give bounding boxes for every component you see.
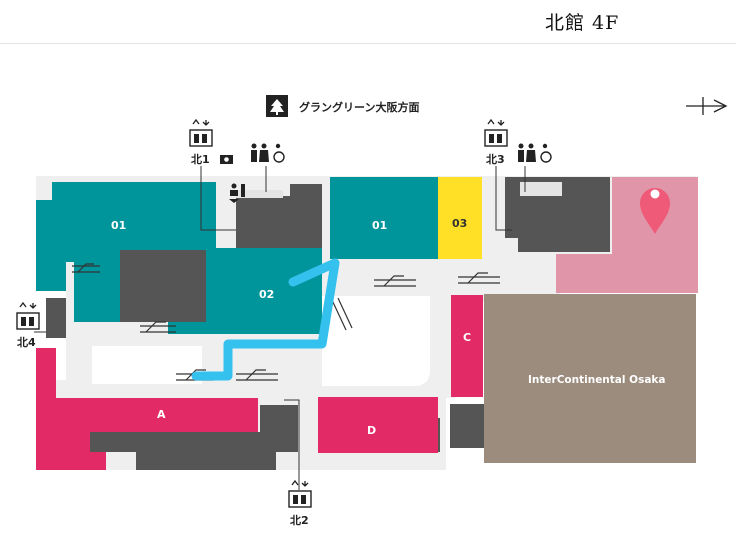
elevator-icon[interactable]: [16, 301, 40, 330]
restroom-icon: [518, 143, 536, 162]
escalator-icon: [331, 297, 353, 331]
area-north-01-right-label: 01: [372, 219, 387, 232]
accessible-restroom-icon: [273, 143, 285, 163]
restroom-icon: [251, 143, 269, 162]
open-space: [322, 296, 430, 386]
area-hotel[interactable]: [484, 294, 696, 463]
route-arrow: [191, 258, 340, 381]
elevator-n3-label: 北3: [486, 152, 505, 166]
core-blocks: [46, 177, 610, 470]
location-pin-icon[interactable]: [640, 188, 670, 234]
escalator-icon: [236, 369, 278, 381]
area-C-label: C: [463, 331, 471, 344]
area-D-label: D: [367, 424, 376, 437]
area-north-01-left-label: 01: [111, 219, 126, 232]
leader-lines: [34, 166, 526, 490]
area-north-03-label: 03: [452, 217, 467, 230]
service-area: [235, 190, 283, 198]
area-D[interactable]: [318, 397, 438, 453]
area-C[interactable]: [451, 295, 483, 397]
escalator-icon: [458, 272, 500, 284]
photo-spot-icon: [220, 155, 233, 164]
area-north-01-right[interactable]: [330, 177, 438, 259]
accessible-restroom-icon: [540, 143, 552, 163]
direction-label: グラングリーン大阪方面: [299, 100, 419, 114]
escalator-icon: [140, 321, 176, 333]
floor-title: 北館 4F: [545, 12, 620, 34]
tree-icon: [266, 95, 288, 117]
area-A-upper[interactable]: [72, 398, 258, 432]
open-space-left: [92, 346, 202, 384]
area-north-left-edge-2[interactable]: [36, 247, 66, 291]
north-arrow-icon: [686, 97, 728, 115]
escalator-icon: [72, 263, 100, 273]
elevator-n4-label: 北4: [17, 335, 36, 349]
area-hotel-label: InterContinental Osaka: [528, 374, 665, 386]
elevator-icon[interactable]: [484, 118, 508, 147]
elevator-n1-label: 北1: [191, 152, 210, 166]
elevator-icon[interactable]: [288, 479, 312, 508]
area-A-label: A: [157, 408, 166, 421]
area-north-02-label: 02: [259, 288, 274, 301]
elevator-n2-label: 北2: [290, 513, 309, 527]
baby-care-icon: [229, 183, 245, 203]
header-bar: 北館 4F: [0, 0, 736, 44]
service-area-2: [520, 182, 562, 196]
escalator-icon: [374, 275, 416, 287]
elevator-icon[interactable]: [189, 118, 213, 147]
area-north-03[interactable]: [438, 177, 482, 259]
